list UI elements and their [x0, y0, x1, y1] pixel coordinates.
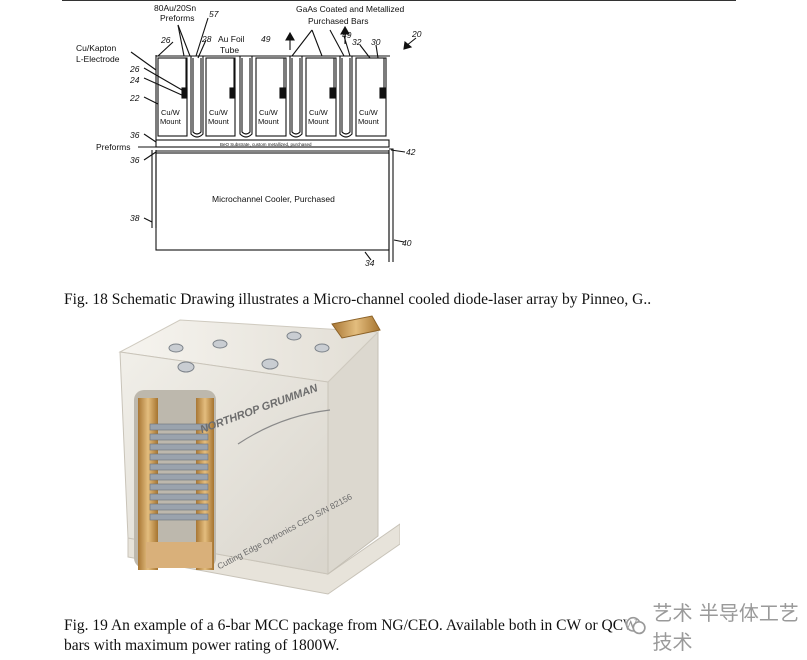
- label-cu-kapton-2: L-Electrode: [76, 54, 120, 64]
- wechat-logo-icon: [625, 616, 646, 635]
- top-rule: [62, 0, 736, 1]
- mount-label-1b: Mount: [160, 117, 182, 126]
- foil-tube-4: [339, 56, 353, 138]
- label-ref-26a: 26: [160, 35, 171, 45]
- label-au-foil-2: Tube: [220, 45, 239, 55]
- label-ref-22: 22: [129, 93, 140, 103]
- mount-label-5a: Cu/W: [359, 108, 379, 117]
- foil-tube-3: [289, 56, 303, 138]
- laser-bar-stack: [138, 398, 214, 570]
- label-au-foil-1: Au Foil: [218, 34, 245, 44]
- label-ref-34: 34: [365, 258, 375, 268]
- label-ref-28: 28: [201, 34, 212, 44]
- label-preforms-top-1: 80Au/20Sn: [154, 3, 196, 13]
- label-ref-49b: 49: [342, 30, 352, 40]
- label-cooler: Microchannel Cooler, Purchased: [212, 194, 335, 204]
- mount-label-4a: Cu/W: [309, 108, 329, 117]
- watermark: 艺术 半导体工艺技术: [625, 601, 807, 654]
- label-preforms-side: Preforms: [96, 142, 130, 152]
- label-ref-20: 20: [411, 29, 422, 39]
- figure-19-caption-line-2: bars with maximum power rating of 1800W.: [64, 637, 340, 654]
- label-ref-24: 24: [129, 75, 140, 85]
- label-ref-40: 40: [402, 238, 412, 248]
- mount-label-3a: Cu/W: [259, 108, 279, 117]
- mount-label-3b: Mount: [258, 117, 280, 126]
- label-ref-42: 42: [406, 147, 416, 157]
- label-beo: BeO Substrate, custom metallized, purcha…: [220, 142, 312, 147]
- label-ref-36b: 36: [130, 155, 140, 165]
- label-cu-kapton-1: Cu/Kapton: [76, 43, 116, 53]
- mount-label-1a: Cu/W: [161, 108, 181, 117]
- mount-block-3: [255, 57, 287, 137]
- label-ref-57: 57: [209, 9, 219, 19]
- foil-tube-2: [239, 56, 253, 138]
- label-gaas-1: GaAs Coated and Metallized: [296, 4, 404, 14]
- label-ref-38: 38: [130, 213, 140, 223]
- l-electrode-lead: [389, 148, 394, 262]
- watermark-text: 艺术 半导体工艺技术: [652, 601, 799, 654]
- label-ref-26b: 26: [129, 64, 140, 74]
- mount-block-4: [305, 57, 337, 137]
- label-ref-30: 30: [371, 37, 381, 47]
- foil-tube-1: [190, 56, 204, 138]
- mcc-package-photo: NORTHROP GRUMMAN Cutting Edge Optronics …: [118, 315, 400, 595]
- mount-label-4b: Mount: [308, 117, 330, 126]
- figure-19-caption-line-1: Fig. 19 An example of a 6-bar MCC packag…: [64, 617, 638, 634]
- mount-label-2b: Mount: [208, 117, 230, 126]
- mount-label-5b: Mount: [358, 117, 380, 126]
- label-ref-49a: 49: [261, 34, 271, 44]
- schematic-figure: 80Au/20Sn Preforms 57 GaAs Coated and Me…: [76, 3, 422, 268]
- label-ref-36a: 36: [130, 130, 140, 140]
- mount-block-5: [355, 57, 387, 137]
- label-preforms-top-2: Preforms: [160, 13, 194, 23]
- label-gaas-2: Purchased Bars: [308, 16, 368, 26]
- mount-label-2a: Cu/W: [209, 108, 229, 117]
- figure-18-caption: Fig. 18 Schematic Drawing illustrates a …: [64, 291, 652, 308]
- label-ref-32: 32: [352, 37, 362, 47]
- figure-19-caption: Fig. 19 An example of a 6-bar MCC packag…: [64, 616, 638, 656]
